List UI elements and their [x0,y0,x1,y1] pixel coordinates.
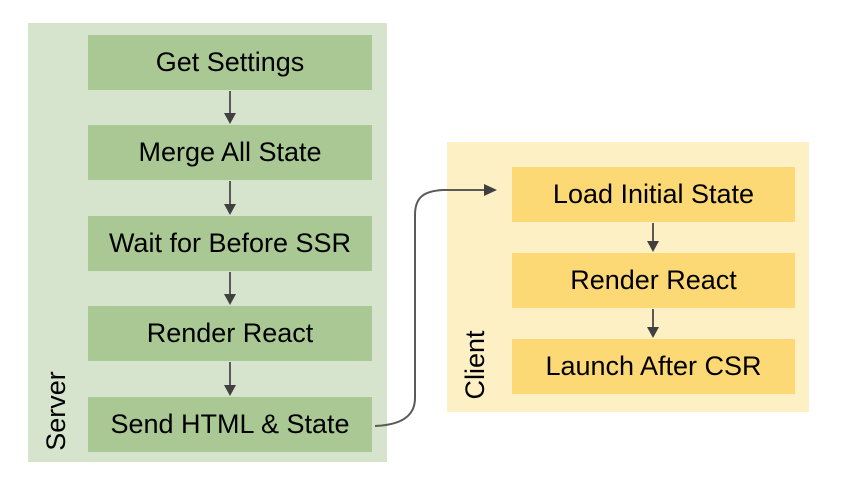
server-lane: Server Get Settings Merge All State Wait… [28,23,387,462]
step-merge-all-state: Merge All State [88,125,372,180]
step-launch-after-csr: Launch After CSR [512,339,795,394]
client-lane-label: Client [459,330,490,400]
step-render-react-server: Render React [88,306,372,361]
step-get-settings: Get Settings [88,35,372,90]
step-render-react-client: Render React [512,253,795,308]
step-send-html-and-state: Send HTML & State [88,397,372,452]
client-lane: Client Load Initial State Render React L… [447,142,809,412]
server-lane-label: Server [40,371,71,451]
step-load-initial-state: Load Initial State [512,167,795,222]
step-wait-for-before-ssr: Wait for Before SSR [88,216,372,271]
